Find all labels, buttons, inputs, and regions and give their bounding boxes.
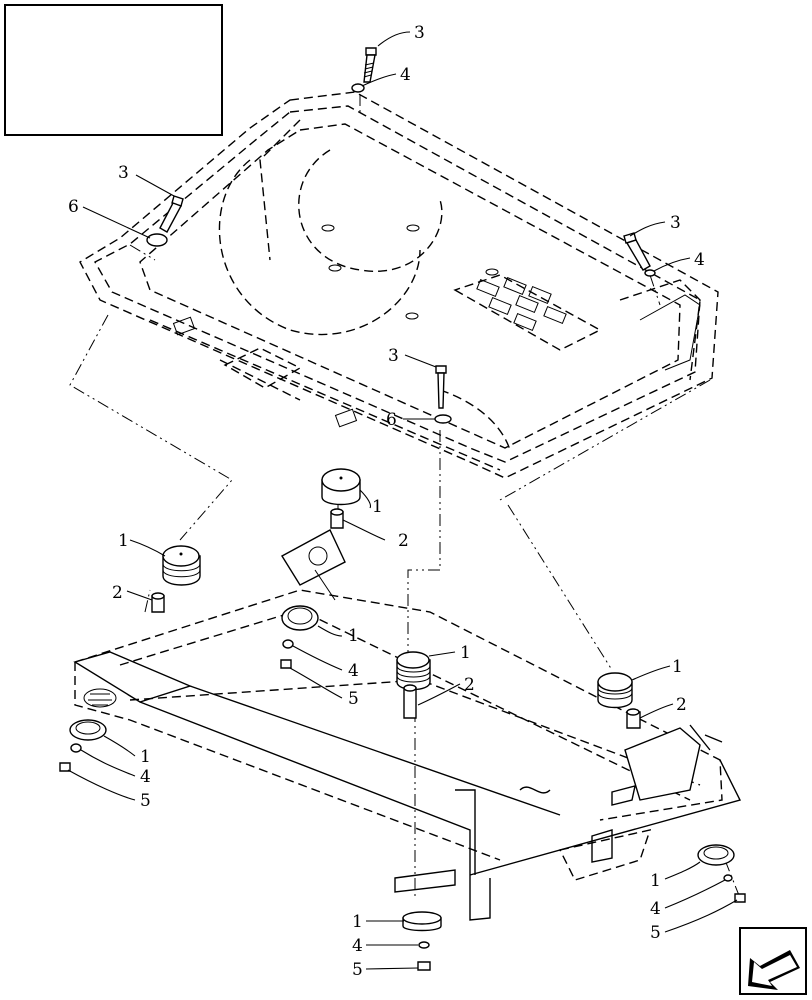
mounting-bracket-center bbox=[281, 529, 346, 601]
washer-lower-right bbox=[723, 874, 733, 882]
bolt-right bbox=[623, 232, 651, 271]
washer-lower-left bbox=[70, 743, 82, 753]
callout-1-isolator-top: 1 bbox=[372, 497, 383, 517]
callout-2-spacer-top: 2 bbox=[398, 531, 409, 551]
callout-1-cup-center: 1 bbox=[348, 626, 359, 646]
bolt-center bbox=[435, 365, 447, 409]
callout-5-nut-lower-right: 5 bbox=[650, 923, 661, 943]
isolator-middle bbox=[396, 651, 431, 691]
callout-2-spacer-left: 2 bbox=[112, 583, 123, 603]
callout-3-right: 3 bbox=[670, 213, 681, 233]
nut-center-lower bbox=[280, 659, 292, 669]
callout-6-center: 6 bbox=[386, 410, 397, 430]
callout-3-top: 3 bbox=[414, 23, 425, 43]
nut-lower-middle bbox=[417, 961, 431, 971]
isolator-cup-lower-right bbox=[697, 844, 735, 866]
spacer-right bbox=[626, 708, 641, 729]
bolt-top bbox=[363, 47, 377, 83]
callout-4-top: 4 bbox=[400, 65, 411, 85]
callout-2-spacer-middle: 2 bbox=[464, 675, 475, 695]
isolator-top bbox=[321, 468, 361, 506]
callout-labels: 3 4 3 6 3 4 3 6 1 2 1 2 1 4 5 1 2 1 2 1 … bbox=[68, 23, 705, 980]
washer-left bbox=[146, 233, 168, 247]
spacer-top bbox=[330, 508, 344, 529]
callout-1-isolator-middle: 1 bbox=[460, 643, 471, 663]
callout-3-center: 3 bbox=[388, 346, 399, 366]
isolator-right bbox=[597, 672, 633, 709]
callout-1-cup-lower-right: 1 bbox=[650, 871, 661, 891]
callout-5-nut-center: 5 bbox=[348, 689, 359, 709]
washer-right bbox=[644, 269, 656, 277]
bolt-left bbox=[159, 195, 184, 233]
isolator-left bbox=[162, 545, 201, 586]
mounting-bracket-right bbox=[624, 724, 723, 801]
callout-6-left: 6 bbox=[68, 197, 79, 217]
upper-deck-frame bbox=[79, 91, 719, 479]
callout-5-nut-lower-left: 5 bbox=[140, 791, 151, 811]
isolator-cup-lower-middle bbox=[402, 911, 442, 932]
callout-3-left: 3 bbox=[118, 163, 129, 183]
callout-1-isolator-left: 1 bbox=[118, 531, 129, 551]
leader-lines bbox=[67, 31, 738, 970]
callout-5-nut-lower-middle: 5 bbox=[352, 960, 363, 980]
washer-lower-middle bbox=[418, 941, 430, 949]
isolator-cup-center bbox=[281, 605, 319, 631]
navigation-arrow-button[interactable] bbox=[739, 927, 807, 995]
callout-4-washer-lower-right: 4 bbox=[650, 899, 661, 919]
title-box bbox=[4, 4, 223, 136]
callout-4-right: 4 bbox=[694, 250, 705, 270]
washer-top bbox=[351, 83, 365, 93]
callout-2-spacer-right: 2 bbox=[676, 695, 687, 715]
centerlines bbox=[69, 94, 741, 900]
callout-4-washer-lower-left: 4 bbox=[140, 767, 151, 787]
isolator-cup-lower-left bbox=[69, 719, 107, 741]
callout-1-cup-lower-middle: 1 bbox=[352, 912, 363, 932]
nut-lower-right bbox=[734, 893, 746, 903]
callout-1-cup-lower-left: 1 bbox=[140, 747, 151, 767]
callout-4-washer-lower-middle: 4 bbox=[352, 936, 363, 956]
spacer-middle bbox=[403, 684, 417, 719]
washer-center-lower bbox=[282, 639, 294, 649]
callout-1-isolator-right: 1 bbox=[672, 657, 683, 677]
washer-center bbox=[434, 414, 452, 424]
arrow-icon bbox=[748, 950, 800, 990]
callout-4-washer-center: 4 bbox=[348, 661, 359, 681]
spacer-left bbox=[151, 592, 165, 613]
